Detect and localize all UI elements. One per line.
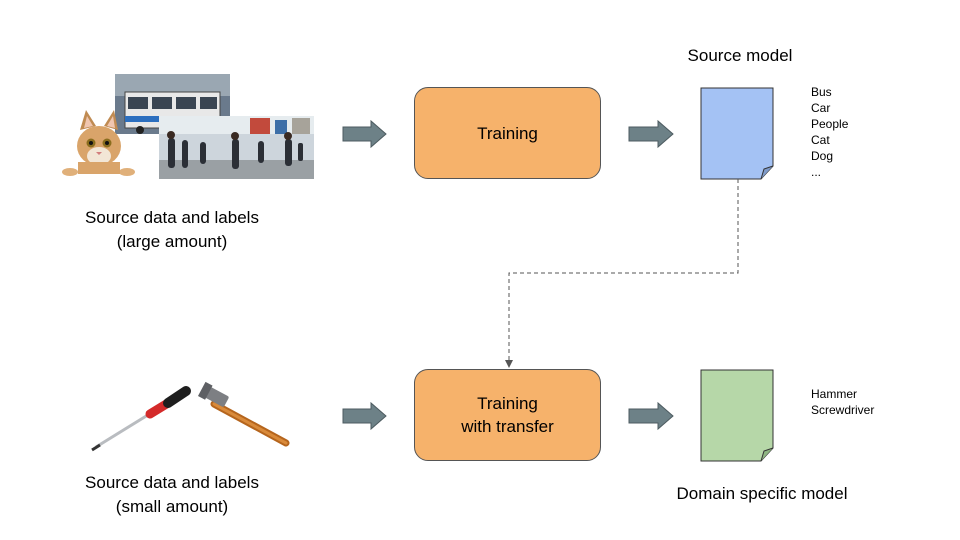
class-label: Car [811, 101, 831, 115]
domain-model-title: Domain specific model [676, 484, 848, 503]
class-label: Bus [811, 85, 832, 99]
bus-photo [115, 74, 230, 134]
training-box: Training [414, 87, 601, 179]
source-data-caption-top-line2: (large amount) [116, 232, 228, 251]
class-label: Cat [811, 133, 830, 147]
source-model-classes: Bus Car People Cat Dog ... [811, 84, 848, 180]
screwdriver-photo [91, 386, 191, 452]
source-model-title: Source model [687, 46, 793, 65]
transfer-training-label-line2: with transfer [461, 417, 554, 436]
cat-photo [62, 110, 135, 176]
training-label: Training [477, 123, 538, 143]
arrow-input-to-training [342, 119, 387, 149]
hammer-photo [198, 381, 290, 447]
transfer-connector [505, 179, 739, 368]
arrow-input-to-transfer-training [342, 401, 387, 431]
source-data-caption-bottom-line2: (small amount) [115, 497, 229, 516]
source-model-document [700, 87, 774, 180]
source-data-caption-top: Source data and labels (large amount) [52, 206, 292, 254]
transfer-training-label-line1: Training [477, 394, 538, 413]
source-data-caption-bottom-line1: Source data and labels [85, 473, 259, 492]
domain-model-classes: Hammer Screwdriver [811, 386, 874, 418]
class-label: ... [811, 165, 822, 179]
arrow-training-to-source-model [628, 119, 674, 149]
class-label: People [811, 117, 849, 131]
class-label: Screwdriver [811, 403, 875, 417]
source-data-caption-bottom: Source data and labels (small amount) [52, 471, 292, 519]
street-crowd-photo [159, 116, 314, 179]
arrow-transfer-training-to-domain-model [628, 401, 674, 431]
class-label: Dog [811, 149, 834, 163]
class-label: Hammer [811, 387, 858, 401]
transfer-training-box: Training with transfer [414, 369, 601, 461]
source-data-caption-top-line1: Source data and labels [85, 208, 259, 227]
domain-model-document [700, 369, 774, 462]
